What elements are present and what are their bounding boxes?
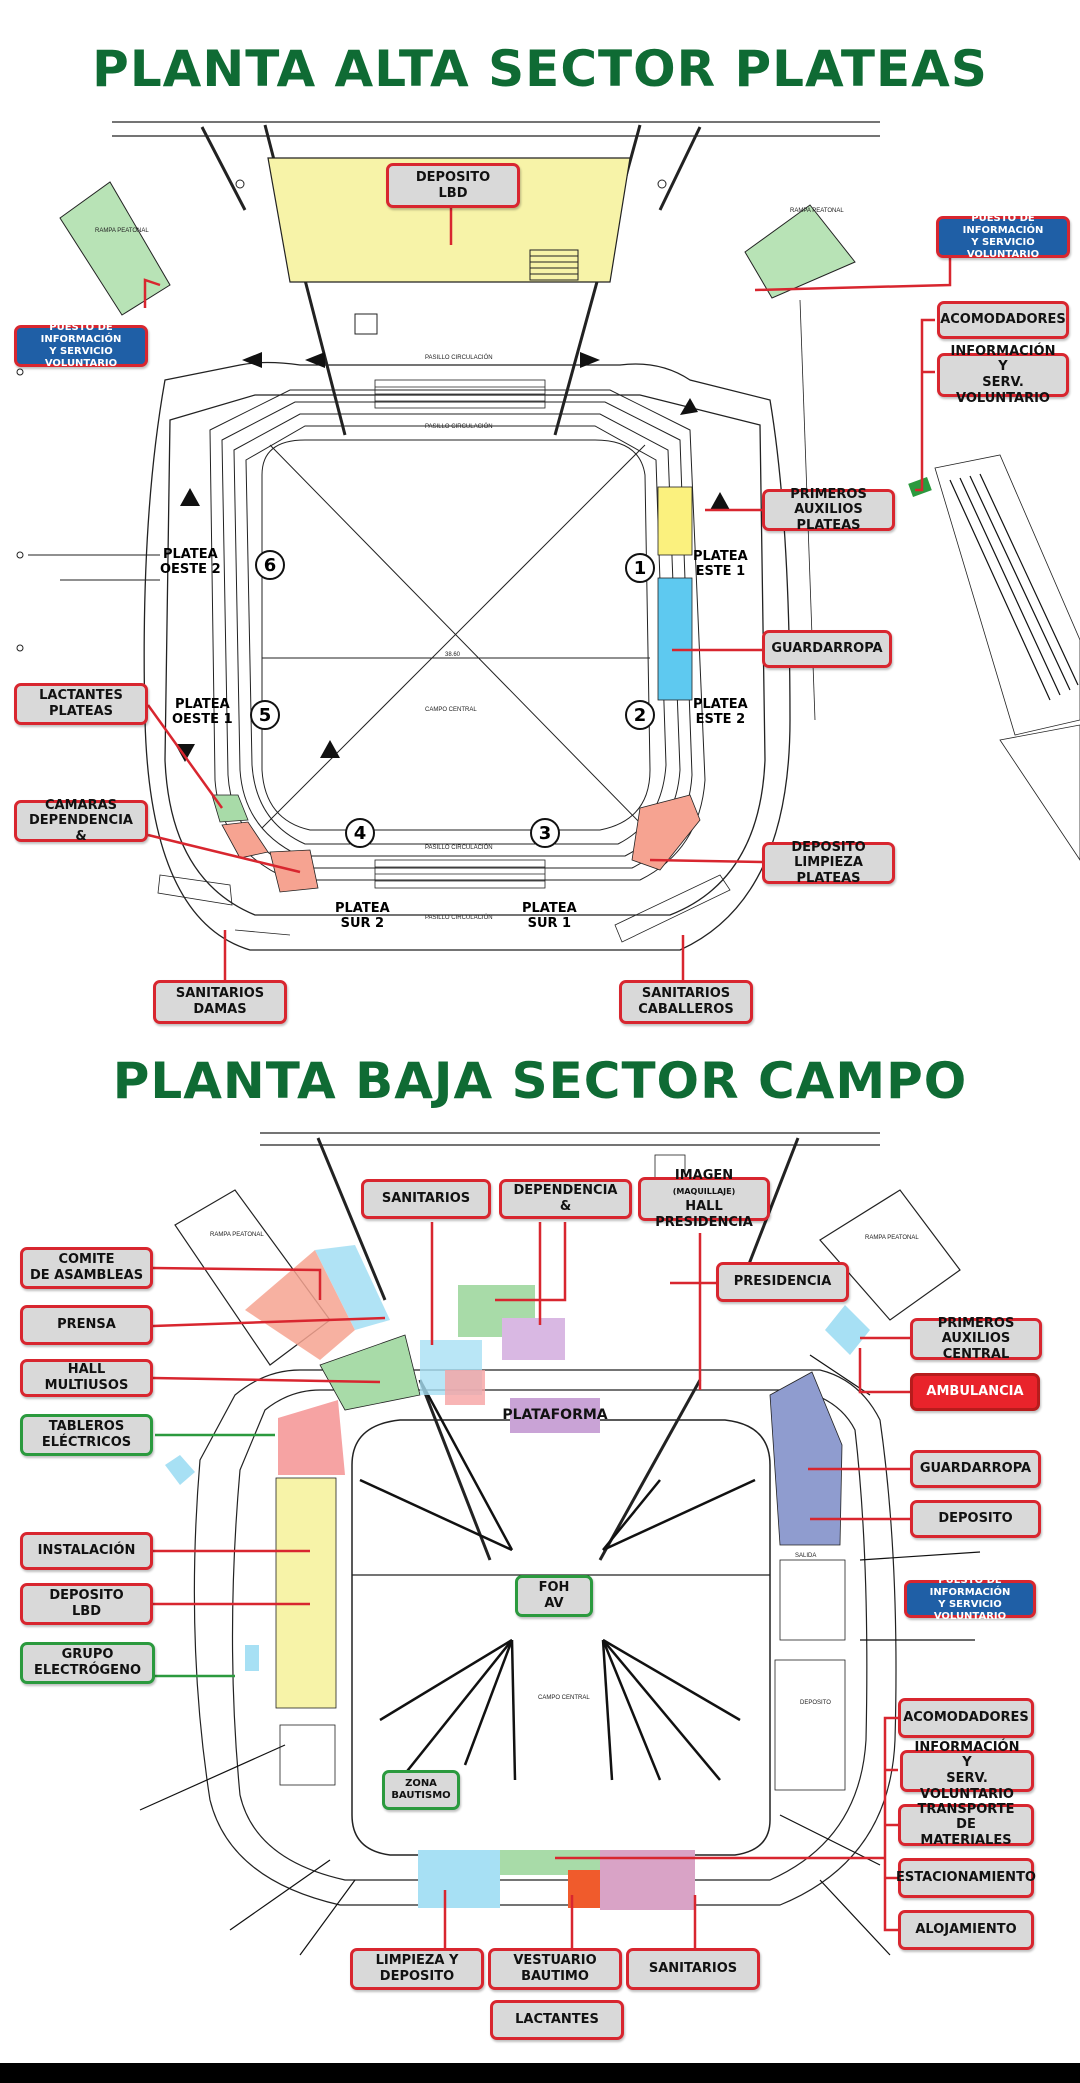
deposito-lbd-zone <box>267 157 631 283</box>
pasillo-label: PASILLO CIRCULACIÓN <box>425 424 493 430</box>
zona-bautismo-zone-cyan <box>418 1850 500 1908</box>
section-platea-oeste-2: PLATEA OESTE 2 <box>160 547 221 577</box>
label-info-point-right-lower: PUESTO DE INFORMACIÓN Y SERVICIO VOLUNTA… <box>904 1575 1036 1622</box>
label-deposito-limpieza-plateas: DEPOSITO LIMPIEZA PLATEAS <box>762 840 895 886</box>
label-deposito-lbd-lower: DEPOSITO LBD <box>20 1583 153 1625</box>
label-hall-multiusos: HALL MULTIUSOS <box>20 1359 153 1397</box>
section-platea-sur-2: PLATEA SUR 2 <box>335 901 390 931</box>
ramp-label: RAMPA PEATONAL <box>790 208 844 214</box>
label-grupo-electrogeno: GRUPO ELECTRÓGENO <box>20 1642 155 1684</box>
comite-zone <box>245 1250 355 1360</box>
exit-number: 3 <box>530 818 560 848</box>
label-tableros-electricos: TABLEROS ELÉCTRICOS <box>20 1414 153 1456</box>
label-sanitarios-damas: SANITARIOS DAMAS <box>153 980 287 1024</box>
lower-plan-title: PLANTA BAJA SECTOR CAMPO <box>112 1052 968 1110</box>
section-platea-este-1: PLATEA ESTE 1 <box>693 549 748 579</box>
label-acomodadores-lower: ACOMODADORES <box>898 1698 1034 1738</box>
access-marker <box>908 477 932 497</box>
label-informacion-voluntario-lower: INFORMACIÓN Y SERV. VOLUNTARIO <box>900 1740 1034 1802</box>
label-limpieza-deposito: LIMPIEZA Y DEPOSITO <box>350 1948 484 1990</box>
camaras-zone <box>221 821 269 859</box>
label-primeros-auxilios-central: PRIMEROS AUXILIOS CENTRAL <box>910 1316 1042 1362</box>
label-estacionamiento: ESTACIONAMIENTO <box>896 1858 1036 1898</box>
label-guardarropa-lower: GUARDARROPA <box>910 1450 1041 1488</box>
label-guardarropa-upper: GUARDARROPA <box>762 630 892 668</box>
label-plataforma: PLATAFORMA <box>502 1398 608 1433</box>
exit-number: 1 <box>625 553 655 583</box>
imagen-zone <box>502 1318 565 1360</box>
label-sanitarios-top: SANITARIOS <box>361 1179 491 1219</box>
tableros-zone <box>278 1400 345 1475</box>
guardarropa-zone <box>657 577 693 701</box>
exit-number: 2 <box>625 700 655 730</box>
imagen-line2-text: HALL PRESIDENCIA <box>655 1199 753 1230</box>
ramp-label: RAMPA PEATONAL <box>95 228 149 234</box>
sanitarios-top-zone-2 <box>445 1370 485 1405</box>
pasillo-label: PASILLO CIRCULACIÓN <box>425 845 493 851</box>
imagen-small-text: (MAQUILLAJE) <box>672 1187 736 1197</box>
ramp-label: RAMPA PEATONAL <box>865 1235 919 1241</box>
label-presidencia: PRESIDENCIA <box>716 1262 849 1302</box>
salida-label: SALIDA <box>795 1553 817 1559</box>
label-imagen-hall-presidencia: IMAGEN (MAQUILLAJE) HALL PRESIDENCIA <box>638 1168 770 1230</box>
label-deposito-lower: DEPOSITO <box>910 1500 1041 1538</box>
section-platea-este-2: PLATEA ESTE 2 <box>693 697 748 727</box>
vestuario-zone-red <box>568 1870 603 1908</box>
label-informacion-voluntario-upper: INFORMACIÓN Y SERV. VOLUNTARIO <box>937 344 1069 406</box>
label-sanitarios-bottom: SANITARIOS <box>626 1948 760 1990</box>
ramp-left <box>59 181 171 316</box>
pasillo-label: PASILLO CIRCULACIÓN <box>425 915 493 921</box>
pasillo-label: PASILLO CIRCULACIÓN <box>425 355 493 361</box>
label-primeros-auxilios-plateas: PRIMEROS AUXILIOS PLATEAS <box>762 487 895 533</box>
label-transporte-materiales: TRANSPORTE DE MATERIALES <box>898 1802 1034 1848</box>
label-dependencia: DEPENDENCIA & <box>499 1179 632 1219</box>
upper-plan-title: PLANTA ALTA SECTOR PLATEAS <box>92 40 988 98</box>
label-ambulancia: AMBULANCIA <box>910 1373 1040 1411</box>
exit-number: 4 <box>345 818 375 848</box>
label-prensa: PRENSA <box>20 1305 153 1345</box>
ramp-right <box>744 204 856 299</box>
section-platea-sur-1: PLATEA SUR 1 <box>522 901 577 931</box>
dimension-label: 38.60 <box>445 652 461 658</box>
label-comite-asambleas: COMITE DE ASAMBLEAS <box>20 1247 153 1289</box>
lactantes-zone <box>211 794 249 823</box>
label-foh-av: FOH AV <box>515 1575 593 1617</box>
upper-floor-plan <box>16 121 1080 951</box>
primeros-auxilios-central-zone <box>825 1305 870 1355</box>
instalacion-zone <box>275 1477 337 1709</box>
label-acomodadores-upper: ACOMODADORES <box>937 301 1069 339</box>
primeros-auxilios-zone <box>657 486 693 556</box>
campo-central <box>261 439 651 831</box>
cyan-marker <box>165 1455 195 1485</box>
exit-number: 6 <box>255 550 285 580</box>
campo-central-label: CAMPO CENTRAL <box>425 707 477 713</box>
label-lactantes-lower: LACTANTES <box>490 2000 624 2040</box>
label-sanitarios-caballeros: SANITARIOS CABALLEROS <box>619 980 753 1024</box>
campo-central-label: CAMPO CENTRAL <box>538 1695 590 1701</box>
exit-number: 5 <box>250 700 280 730</box>
label-alojamiento: ALOJAMIENTO <box>898 1910 1034 1950</box>
label-deposito-lbd-upper: DEPOSITO LBD <box>386 163 520 208</box>
guardarropa-zone <box>769 1371 843 1546</box>
footer-bar <box>0 2063 1080 2083</box>
label-lactantes-plateas: LACTANTES PLATEAS <box>14 683 148 725</box>
ramp-label: RAMPA PEATONAL <box>210 1232 264 1238</box>
label-instalacion: INSTALACIÓN <box>20 1532 153 1570</box>
deposito-plan-label: DEPOSITO <box>800 1700 831 1706</box>
section-platea-oeste-1: PLATEA OESTE 1 <box>172 697 233 727</box>
sanitarios-bottom-zone <box>600 1850 695 1910</box>
deposito-limpieza-zone <box>631 794 701 871</box>
imagen-main-text: IMAGEN <box>674 1167 734 1183</box>
label-camaras-dependencia: CAMARAS DEPENDENCIA & <box>14 798 148 844</box>
label-vestuario-bautimo: VESTUARIO BAUTIMO <box>488 1948 622 1990</box>
label-zona-bautismo: ZONA BAUTISMO <box>382 1770 460 1810</box>
prensa-zone <box>315 1245 390 1330</box>
label-info-point-left: PUESTO DE INFORMACIÓN Y SERVICIO VOLUNTA… <box>14 322 148 369</box>
upper-connectors <box>143 202 952 982</box>
cyan-marker-2 <box>245 1645 259 1671</box>
label-info-point-right-upper: PUESTO DE INFORMACIÓN Y SERVICIO VOLUNTA… <box>936 213 1070 260</box>
